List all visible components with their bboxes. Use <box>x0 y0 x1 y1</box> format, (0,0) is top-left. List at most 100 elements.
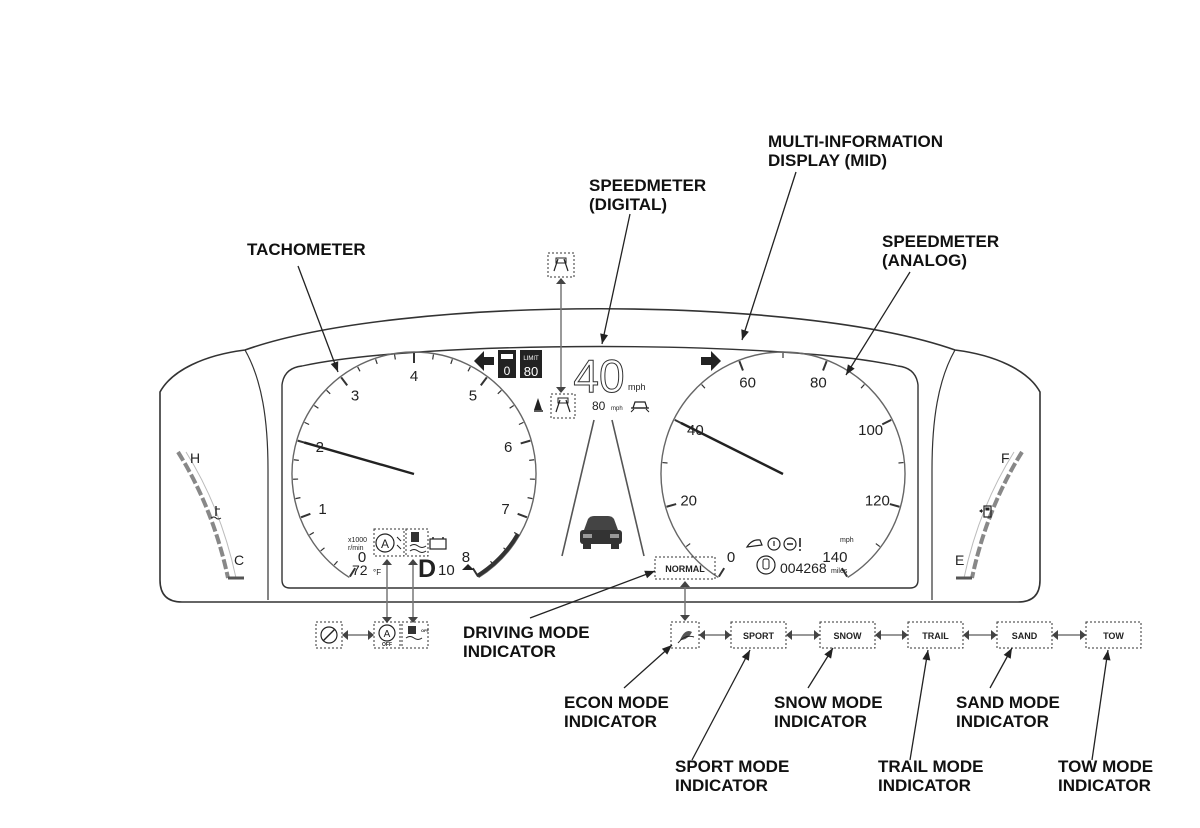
econ-mode-icon <box>670 621 700 649</box>
tachometer-tick <box>527 497 533 500</box>
speedometer-tick <box>822 360 828 371</box>
leader-arrowhead <box>661 645 672 655</box>
mode-tow-indicator: TOW <box>1103 631 1124 641</box>
tachometer-tick <box>300 512 311 519</box>
leader-arrowhead <box>741 650 750 661</box>
mode-connector-arrow <box>814 630 820 640</box>
shift-up-icon <box>462 564 474 570</box>
speedometer-tick-label: 0 <box>727 549 735 566</box>
tachometer-tick <box>375 359 378 365</box>
speedometer-tick <box>875 543 881 548</box>
leader-arrowhead <box>1102 650 1111 661</box>
tacho-unit-line1: x1000 <box>348 537 367 544</box>
auto-idle-stop-indicator: A <box>373 528 405 557</box>
svg-text:A: A <box>384 629 391 640</box>
driving-mode-indicator: NORMAL <box>654 556 716 580</box>
lane-keep-cone-icon <box>534 398 543 412</box>
mode-connector-arrow <box>1080 630 1086 640</box>
tachometer-tick <box>313 404 319 409</box>
left-turn-signal-icon <box>474 351 494 371</box>
fuel-pump-icon <box>979 505 992 518</box>
mode-connector-arrow <box>1052 630 1058 640</box>
tachometer-tick <box>432 354 435 360</box>
tachometer-redzone <box>476 532 520 578</box>
outside-temperature-unit: °F <box>373 568 381 577</box>
speedometer-arc <box>660 351 906 579</box>
mode-snow-indicator: SNOW <box>834 631 863 641</box>
fuel-gauge: F E <box>955 450 1024 580</box>
mode-connector-arrow <box>786 630 792 640</box>
tachometer-tick <box>513 531 519 536</box>
tachometer-dial: 012345678 <box>291 351 537 579</box>
speedometer-tick <box>881 418 892 426</box>
digital-speed-unit: mph <box>628 382 646 392</box>
speedometer-tick <box>685 543 691 548</box>
tachometer-tick-label: 4 <box>410 368 418 385</box>
speedometer-tick <box>701 384 706 389</box>
tachometer-tick <box>520 439 531 445</box>
tachometer-tick <box>497 389 502 395</box>
speedometer-needle <box>680 421 784 476</box>
tachometer-tick <box>349 567 357 578</box>
tachometer-tick <box>357 366 361 372</box>
leader-arrowhead <box>644 570 655 579</box>
speedometer-dial: 020406080100120140 <box>660 351 906 579</box>
lkas-indicator-icon <box>550 393 576 419</box>
speedometer-tick <box>889 503 900 508</box>
leader-arrowhead <box>824 648 833 659</box>
speedometer-tick <box>840 567 848 578</box>
speedometer-tick <box>718 567 726 578</box>
speedometer-analog-label: SPEEDMETER(ANALOG) <box>882 232 1000 270</box>
tachometer-tick <box>393 354 396 360</box>
speedometer-tick-label: 80 <box>810 375 827 392</box>
tachometer-tick <box>340 376 348 386</box>
speedometer-tick <box>666 503 677 508</box>
right-turn-signal-icon <box>701 351 721 371</box>
mode-connector-arrow <box>699 630 705 640</box>
tachometer-tick <box>326 389 331 395</box>
tachometer-tick <box>480 376 488 386</box>
gear-number: 10 <box>438 562 455 579</box>
acc-set-speed: 80 <box>592 399 606 413</box>
tachometer-tick <box>309 531 315 536</box>
tachometer-tick-label: 3 <box>351 388 359 405</box>
leader-arrowhead <box>330 361 339 372</box>
tachometer-tick <box>293 459 299 461</box>
mode-connector-arrow <box>902 630 908 640</box>
leader-arrowhead <box>600 333 609 344</box>
speedometer-tick-label: 20 <box>680 493 697 510</box>
tachometer-tick <box>333 560 338 566</box>
battery-icon <box>429 537 447 550</box>
auto-idle-stop-off-text: OFF <box>382 642 392 648</box>
tachometer-tick <box>304 421 310 426</box>
mode-connector-arrow <box>875 630 881 640</box>
leader-arrowhead <box>741 329 749 340</box>
auto-idle-stop-off-icon: A OFF <box>373 621 401 649</box>
coolant-temp-icon <box>210 506 222 520</box>
tachometer-tick <box>517 512 528 519</box>
speedometer-tick <box>860 384 865 389</box>
fuel-empty-label: E <box>955 552 964 568</box>
warning-icons-group <box>745 537 801 551</box>
tachometer-tick <box>467 366 471 372</box>
leader-arrowhead <box>846 364 855 375</box>
road-sign-icon: 0 <box>498 350 516 378</box>
mode-tow-indicator-box <box>1085 621 1142 649</box>
mode-sand-indicator: SAND <box>1012 631 1038 641</box>
odometer-unit: miles <box>831 568 848 575</box>
mode-trail-indicator: TRAIL <box>922 631 949 641</box>
gear-position: D <box>418 555 436 583</box>
digital-speed-value: 40 <box>573 350 624 402</box>
tachometer-needle <box>304 441 415 476</box>
hill-descent-off-icon: OFF <box>401 621 430 649</box>
lkas-off-icon <box>547 252 575 278</box>
tachometer-tick <box>320 547 325 552</box>
speedometer-tick-label: 120 <box>865 493 890 510</box>
key-fob-icon <box>756 555 776 575</box>
